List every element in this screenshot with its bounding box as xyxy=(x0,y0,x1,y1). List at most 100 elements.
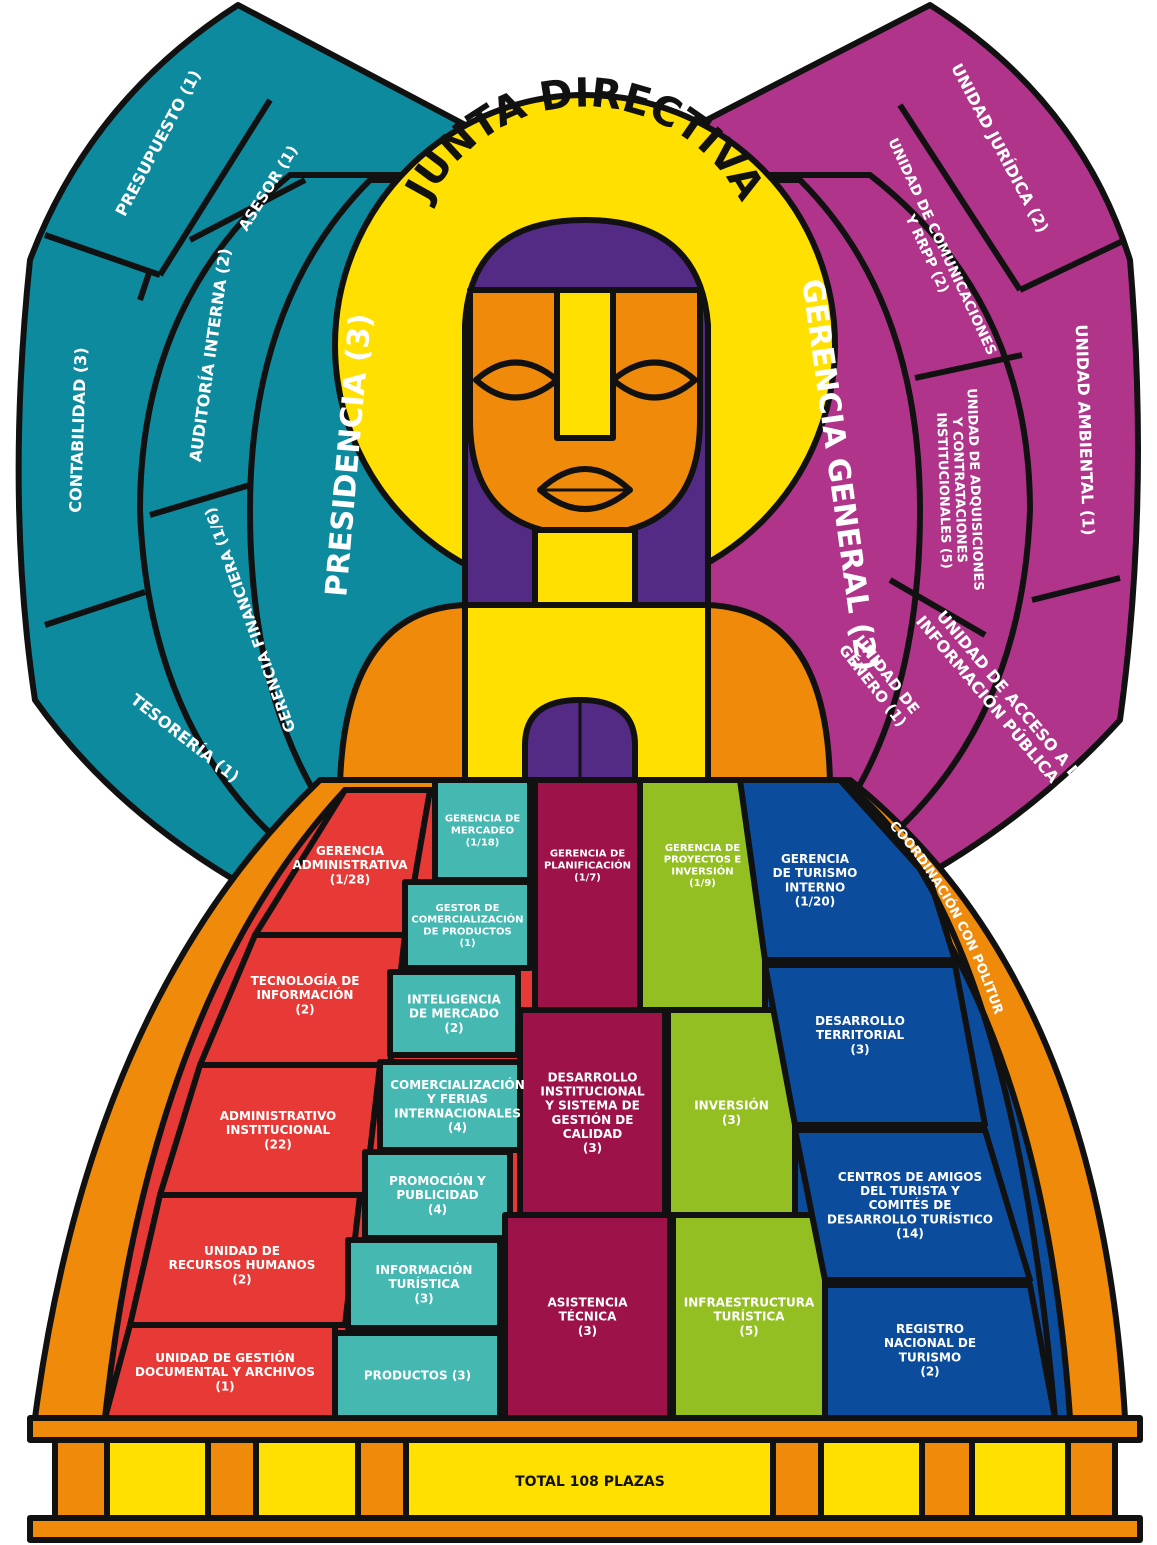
green-dept-label-line: (5) xyxy=(739,1324,758,1338)
aqua-dept-label-line: PROMOCIÓN Y xyxy=(389,1173,486,1188)
base-pillar xyxy=(355,1437,409,1521)
left-eye xyxy=(473,359,560,401)
aqua-dept-label-line: INTERNACIONALES xyxy=(394,1106,521,1120)
total-label: TOTAL 108 PLAZAS xyxy=(515,1474,665,1490)
base-pillar xyxy=(770,1437,824,1521)
blue-dept-label-line: DESARROLLO TURÍSTICO xyxy=(827,1211,993,1226)
aqua-dept-label-line: (3) xyxy=(414,1291,433,1305)
wine-dept-label-line: INSTITUCIONAL xyxy=(540,1084,645,1098)
wine-dept-label-line: TÉCNICA xyxy=(559,1309,618,1324)
red-dept-label-line: DOCUMENTAL Y ARCHIVOS xyxy=(135,1365,315,1379)
ring-divider xyxy=(188,177,307,243)
green-dept-label-line: (1/9) xyxy=(689,878,716,889)
left-wing-divider xyxy=(44,589,146,628)
aqua-dept-label-line: (4) xyxy=(428,1202,447,1216)
department-cells xyxy=(102,777,1058,1421)
nose xyxy=(554,287,616,441)
green-dept-label-line: PROYECTOS E xyxy=(664,855,742,866)
red-dept-label-line: (22) xyxy=(264,1137,292,1151)
blue-dept-label-line: COMITÉS DE xyxy=(869,1197,952,1212)
ring-divider xyxy=(888,577,987,638)
left-wing-divider xyxy=(157,98,273,277)
coordinacion-divider xyxy=(838,777,1058,1419)
base-pillar xyxy=(1065,1437,1118,1521)
aqua-dept-label-line: INTELIGENCIA xyxy=(407,993,501,1007)
right-wing-divider xyxy=(897,103,1023,292)
blue-dept-label-line: GERENCIA xyxy=(781,852,850,866)
aqua-dept-label-line: PUBLICIDAD xyxy=(396,1188,478,1202)
base-pillars xyxy=(52,1437,1118,1521)
adquisiciones-label-line: UNIDAD DE ADQUISICIONES xyxy=(964,388,986,591)
base-pillar xyxy=(919,1437,975,1521)
blue-cell xyxy=(792,1127,1033,1283)
red-dept-label-line: UNIDAD DE GESTIÓN xyxy=(155,1350,295,1365)
red-dept-label-line: UNIDAD DE xyxy=(204,1244,280,1258)
aqua-dept-label-line: TURÍSTICA xyxy=(388,1276,460,1291)
aqua-dept-label-line: DE PRODUCTOS xyxy=(423,926,511,937)
right-wing-divider xyxy=(1031,575,1121,603)
aqua-dept-label-line: (4) xyxy=(448,1120,467,1134)
blue-dept-label-line: NACIONAL DE xyxy=(884,1336,976,1350)
red-dept-label-line: TECNOLOGÍA DE xyxy=(251,973,360,988)
green-dept-label-line: INVERSIÓN xyxy=(671,864,733,877)
red-dept-label-line: (1/28) xyxy=(330,872,370,886)
blue-cell xyxy=(762,962,988,1128)
base-pillar xyxy=(52,1437,110,1521)
aqua-dept-label-line: GESTOR DE xyxy=(436,903,500,914)
red-dept-label-line: RECURSOS HUMANOS xyxy=(169,1258,316,1272)
blue-dept-label-line: DEL TURISTA Y xyxy=(860,1184,960,1198)
wine-dept-label-line: DESARROLLO xyxy=(548,1070,638,1084)
blue-dept-label-line: TERRITORIAL xyxy=(816,1028,905,1042)
red-dept-label-line: INSTITUCIONAL xyxy=(226,1123,331,1137)
adquisiciones-label-line: INSTITUCIONALES (5) xyxy=(933,412,953,569)
red-dept-label-line: INFORMACIÓN xyxy=(257,987,354,1002)
red-dept-label-line: (1) xyxy=(215,1379,234,1393)
right-eye xyxy=(610,359,698,401)
base-top-rail xyxy=(27,1415,1143,1443)
wine-dept-label-line: GESTIÓN DE xyxy=(552,1112,634,1127)
green-dept-label-line: (3) xyxy=(722,1113,741,1127)
ring-divider xyxy=(914,352,1023,381)
blue-dept-label-line: (3) xyxy=(850,1042,869,1056)
base: TOTAL 108 PLAZAS xyxy=(27,1415,1143,1543)
red-dept-label-line: ADMINISTRATIVO xyxy=(220,1109,337,1123)
aqua-cell xyxy=(402,879,533,971)
green-dept-label-line: GERENCIA DE xyxy=(665,843,741,854)
blue-dept-label-line: INTERNO xyxy=(785,880,845,894)
green-dept-label-line: TURÍSTICA xyxy=(713,1309,785,1324)
blue-dept-label-line: (14) xyxy=(896,1227,924,1241)
red-dept-label-line: (2) xyxy=(295,1002,314,1016)
adquisiciones-label: UNIDAD DE ADQUISICIONESY CONTRATACIONESI… xyxy=(932,388,985,592)
wine-dept-label-line: (1/7) xyxy=(574,872,601,883)
aqua-dept-label-line: COMERCIALIZACIÓN xyxy=(390,1077,525,1092)
blue-cell xyxy=(737,777,958,963)
green-dept-label-line: INFRAESTRUCTURA xyxy=(684,1296,815,1310)
wine-dept-label-line: CALIDAD xyxy=(563,1127,622,1141)
red-dept-label-line: GERENCIA xyxy=(316,844,385,858)
base-bottom-rail xyxy=(27,1515,1143,1543)
aqua-dept-label-line: INFORMACIÓN xyxy=(376,1262,473,1277)
ring-divider xyxy=(149,482,251,518)
wine-dept-label-line: (3) xyxy=(583,1141,602,1155)
wine-dept-label-line: Y SISTEMA DE xyxy=(544,1099,640,1113)
blue-dept-label-line: TURISMO xyxy=(899,1350,961,1364)
figure xyxy=(332,92,838,788)
aqua-dept-label-line: (1/18) xyxy=(466,837,500,848)
aqua-dept-label-line: COMERCIALIZACIÓN xyxy=(411,913,523,926)
